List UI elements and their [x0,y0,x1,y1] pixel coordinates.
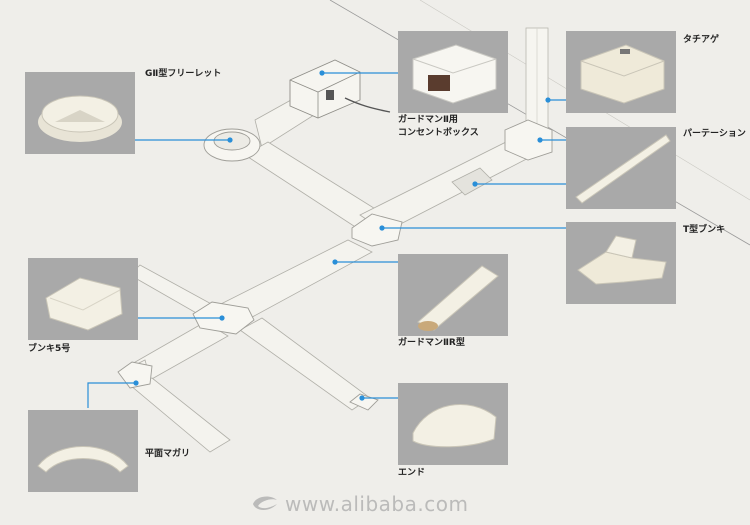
tachiage-image [580,44,665,104]
label-guardman-r: ガードマンⅡR型 [398,338,465,348]
photo-heimen-magari [28,410,138,492]
leader-lines [87,72,566,408]
junction-pieces [117,119,553,411]
end-image [412,404,497,448]
corner-piece [117,361,153,389]
label-consent-box-line1: ガードマンⅡ用 [398,115,458,125]
t-junction-piece [351,213,403,247]
duct-network [124,94,541,453]
photo-bunki5 [28,258,138,340]
label-bunki5: ブンキ5号 [28,344,71,354]
photo-end [398,383,508,465]
photo-guardman-r [398,254,508,336]
partition-image [575,134,671,204]
photo-partition [566,127,676,209]
photo-t-bunki [566,222,676,304]
photo-consent-box [398,31,508,113]
alibaba-logo-icon [253,496,277,510]
tachiage-base [504,119,553,161]
t-bunki-image [577,235,667,285]
photo-g2-freelet [25,72,135,154]
freelet-image [38,95,122,142]
label-g2-freelet: GⅡ型フリーレット [145,69,222,79]
label-end: エンド [398,468,426,478]
watermark-text: www.alibaba.com [285,492,469,516]
label-consent-box-line2: コンセントボックス [398,128,479,138]
label-heimen-magari: 平面マガリ [145,449,191,459]
leader-dots [133,70,551,401]
consent-box-image [412,44,497,104]
heimen-magari-image [37,446,129,473]
label-partition: パーテーション [683,129,746,139]
consent-box-installed [289,59,391,119]
label-tachiage: タチアゲ [683,35,720,45]
bunki5-image [45,277,123,331]
photo-tachiage [566,31,676,113]
label-t-bunki: T型ブンキ [683,225,726,235]
vertical-duct [525,27,549,147]
guardman-r-image [417,265,499,331]
